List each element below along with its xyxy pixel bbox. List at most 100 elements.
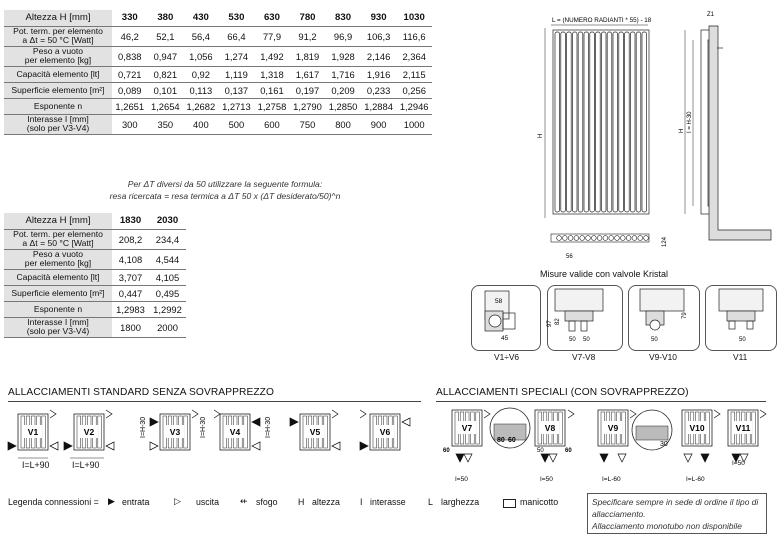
dim-il60-v10: I=L-60 (686, 476, 705, 482)
formula-note-line2: resa ricercata = resa termica a ΔT 50 x … (109, 191, 341, 201)
legend-l-symbol: L (428, 497, 433, 507)
row-label-line: (solo per V3-V4) (26, 326, 90, 336)
legend-uscita-icon: ▷ (174, 496, 181, 506)
side-i-label: I = H-30 (687, 111, 693, 133)
table-cell: 380 (147, 10, 184, 27)
dim-i50-v8: I=50 (540, 476, 553, 482)
connector-circle (602, 235, 609, 241)
table-cell: 4,544 (149, 249, 186, 270)
v7-dim-50a: 50 (569, 337, 576, 343)
v7-dim-97: 97 (547, 320, 553, 327)
connection-label: V5 (310, 427, 321, 437)
radiator-tube (606, 31, 613, 213)
vent-icon (331, 409, 339, 419)
radiator-tube (589, 31, 595, 213)
standard-connection-v4: V4 (219, 413, 251, 451)
v1-dim-58: 58 (495, 298, 503, 305)
v7-dim-82: 82 (555, 318, 561, 325)
table-cell: 350 (147, 114, 184, 135)
formula-note-line1: Per ΔT diversi da 50 utilizzare la segue… (127, 179, 323, 189)
row-label: Interasse I [mm](solo per V3-V4) (4, 317, 112, 338)
radiator-tube (612, 31, 618, 213)
row-label: Altezza H [mm] (4, 10, 112, 27)
radiator-tube (635, 31, 642, 213)
special-connection-v9: V9 (597, 409, 629, 447)
dim-h30-1: I=H-30 (200, 417, 207, 438)
table-cell: 600 (254, 114, 290, 135)
dim-il60-v9: I=L-60 (602, 476, 621, 482)
legend-prefix: Legenda connessioni = (8, 497, 99, 507)
table-cell: 0,821 (147, 66, 184, 83)
table-cell: 1,819 (289, 46, 326, 67)
flow-arrow-icon (700, 453, 710, 463)
table-cell: 2000 (149, 317, 186, 338)
table-cell: 66,4 (218, 26, 255, 47)
radiator-front-view (552, 29, 650, 215)
vent-icon (359, 409, 367, 419)
flow-arrow-icon (683, 453, 693, 463)
row-label-line: Esponente n (33, 100, 83, 111)
connection-label: V9 (608, 423, 619, 433)
radiator-tube (572, 31, 578, 213)
table-cell: 1,2651 (112, 98, 148, 115)
table-cell: 1800 (112, 317, 149, 338)
dim-60-v7: 60 (443, 448, 450, 454)
row-label-line: Superficie elemento [m²] (11, 287, 105, 298)
valve-label-v9-v10: V9-V10 (649, 352, 677, 362)
connector-circle (631, 235, 638, 241)
legend-altezza: altezza (312, 497, 340, 507)
table-cell: 0,197 (289, 82, 326, 99)
valve-box-v7-v8 (547, 285, 623, 351)
vent-icon (629, 409, 637, 419)
connector-circle (585, 235, 591, 241)
flow-arrow-icon (105, 441, 115, 451)
flow-arrow-icon (599, 453, 609, 463)
radiator-tube (601, 31, 607, 213)
legend-interasse: interasse (370, 497, 406, 507)
dim-50-v8: 50 (537, 448, 544, 454)
standard-connection-v2: V2 (73, 413, 105, 451)
valve-box-v11 (705, 285, 777, 351)
table-cell: 330 (112, 10, 148, 27)
dim-v1: I=L+90 (22, 460, 50, 470)
row-label-line: Altezza H [mm] (25, 215, 91, 227)
table-cell: 0,838 (112, 46, 148, 67)
table-cell: 1,492 (254, 46, 290, 67)
table-cell: 56,4 (183, 26, 219, 47)
special-connection-v11: V11 (727, 409, 759, 447)
vent-icon (483, 409, 491, 419)
radiator-tube (618, 31, 624, 213)
table-cell: 116,6 (396, 26, 432, 47)
row-label-line: Superficie elemento [m²] (11, 84, 105, 95)
standard-connection-v6: V6 (369, 413, 401, 451)
table-cell: 1,2992 (149, 301, 186, 318)
table-cell: 0,209 (325, 82, 361, 99)
table-cell: 1830 (112, 213, 149, 230)
table-cell: 800 (325, 114, 361, 135)
table-cell: 0,089 (112, 82, 148, 99)
connection-label: V4 (230, 427, 241, 437)
table-cell: 0,113 (183, 82, 219, 99)
valve-box-v1-v6 (471, 285, 541, 351)
connection-label: V11 (736, 423, 751, 433)
special-connection-v10: V10 (681, 409, 713, 447)
special-connection-v7: V7 (451, 409, 483, 447)
valve-label-v11: V11 (733, 352, 748, 362)
connector-circle (620, 235, 626, 241)
dim-i50-v7: I=50 (455, 476, 468, 482)
row-label-line: per elemento [kg] (24, 55, 92, 65)
radiator-tube (566, 31, 572, 213)
row-label: Esponente n (4, 98, 112, 115)
row-label-line: Interasse I [mm] (27, 114, 89, 124)
connector-circle (562, 235, 568, 241)
radiator-tube (641, 31, 647, 213)
